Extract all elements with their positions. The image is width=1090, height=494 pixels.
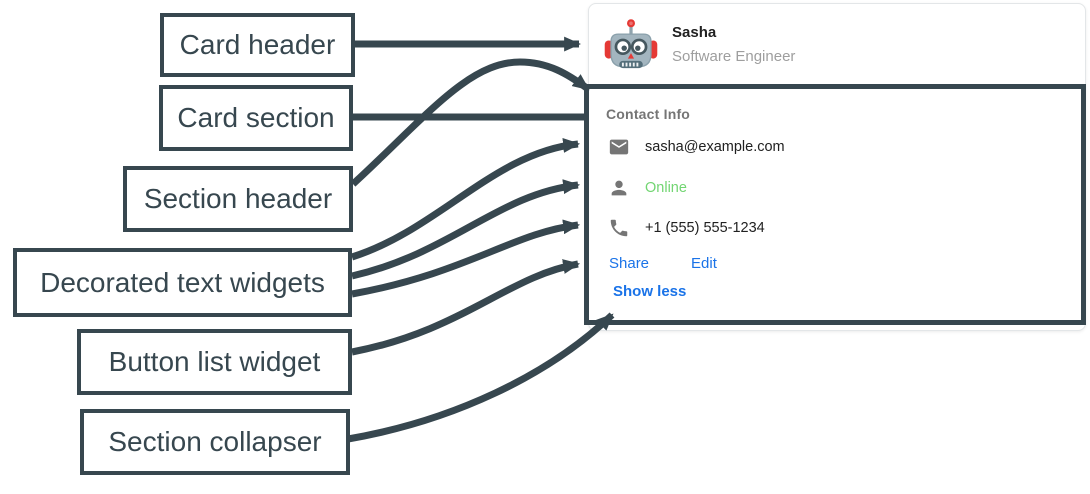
- arrow-button-list: [351, 259, 581, 356]
- edit-button[interactable]: Edit: [691, 255, 717, 272]
- email-icon: [609, 139, 629, 155]
- card-header: Sasha Software Engineer: [589, 4, 1085, 86]
- section-collapser: Show less: [613, 283, 686, 301]
- label-card-section: Card section: [159, 85, 353, 151]
- label-card-section-text: Card section: [177, 102, 335, 133]
- decorated-text-phone: +1 (555) 555-1234: [608, 216, 765, 240]
- label-section-collapser: Section collapser: [80, 409, 350, 475]
- decorated-text-email: sasha@example.com: [608, 135, 785, 159]
- label-button-list-widget: Button list widget: [77, 329, 352, 395]
- label-button-list-widget-text: Button list widget: [108, 346, 321, 377]
- status-text: Online: [645, 180, 687, 196]
- phone-text: +1 (555) 555-1234: [645, 220, 765, 236]
- show-less-button[interactable]: Show less: [613, 283, 687, 300]
- label-decorated-text-widgets: Decorated text widgets: [13, 248, 352, 317]
- card-subtitle: Software Engineer: [672, 47, 796, 65]
- card-section: Contact Info sasha@example.com Online +1…: [589, 86, 1085, 330]
- label-decorated-text-widgets-text: Decorated text widgets: [40, 266, 325, 298]
- label-section-header-text: Section header: [143, 183, 333, 214]
- card-header-text: Sasha Software Engineer: [672, 23, 795, 68]
- arrow-section-header: [350, 58, 591, 187]
- arrow-decorated-status: [351, 179, 581, 280]
- arrow-decorated-email: [350, 138, 581, 261]
- email-text: sasha@example.com: [645, 139, 785, 155]
- card-title: Sasha: [672, 23, 717, 41]
- label-card-header: Card header: [160, 13, 355, 77]
- contact-card: Sasha Software Engineer Contact Info sas…: [588, 3, 1086, 331]
- arrow-section-collapser: [347, 312, 615, 443]
- share-button[interactable]: Share: [609, 255, 650, 272]
- label-card-header-text: Card header: [179, 29, 336, 60]
- label-section-collapser-text: Section collapser: [108, 426, 322, 457]
- button-list-widget: Share Edit: [609, 255, 717, 272]
- person-icon: [611, 180, 627, 196]
- section-header-label: Contact Info: [606, 106, 691, 122]
- phone-icon: [610, 219, 628, 237]
- robot-avatar-icon: [602, 16, 660, 74]
- label-section-header: Section header: [123, 166, 353, 232]
- arrow-decorated-phone: [351, 219, 581, 298]
- decorated-text-status: Online: [608, 176, 687, 200]
